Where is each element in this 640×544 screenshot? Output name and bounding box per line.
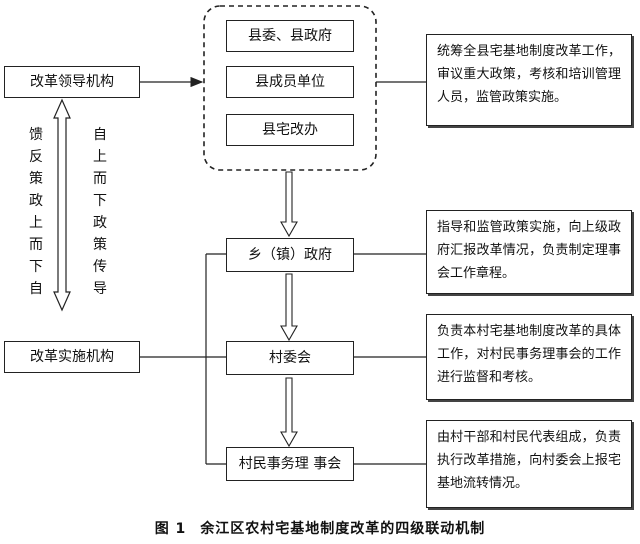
reform-executor-box: 改革实施机构: [4, 341, 140, 373]
figure-caption: 图 1 余江区农村宅基地制度改革的四级联动机制: [0, 518, 640, 538]
county-committee-box: 县委、县政府: [226, 20, 354, 52]
village-description: 负责本村宅基地制度改革的具体工作，对村民事务理事会的工作进行监督和考核。: [426, 314, 632, 400]
two-way-hollow-arrow: [53, 98, 71, 312]
figure-number: 图 1: [154, 521, 187, 537]
town-government-box: 乡（镇）政府: [226, 238, 354, 272]
reform-leader-box: 改革领导机构: [4, 66, 140, 98]
hollow-arrow-town-to-village: [280, 273, 298, 342]
county-description: 统筹全县宅基地制度改革工作，审议重大政策，考核和培训管理人员，监管政策实施。: [426, 34, 632, 126]
topdown-vertical-label: 自上而下政策传导: [93, 127, 107, 297]
county-group-border: [203, 5, 377, 171]
council-description: 由村干部和村民代表组成，负责执行改革措施，向村委会上报宅基地流转情况。: [426, 420, 632, 508]
town-description: 指导和监管政策实施，向上级政府汇报改革情况，负责制定理事会工作章程。: [426, 210, 632, 294]
village-committee-box: 村委会: [226, 341, 354, 375]
county-reform-office-box: 县宅改办: [226, 114, 354, 146]
feedback-vertical-label: 馈反策政上而下自: [29, 127, 43, 297]
village-affairs-council-box: 村民事务理 事会: [226, 447, 354, 481]
hollow-arrow-village-to-council: [280, 377, 298, 448]
county-member-units-box: 县成员单位: [226, 66, 354, 98]
hollow-arrow-county-to-town: [280, 171, 298, 238]
figure-title: 余江区农村宅基地制度改革的四级联动机制: [200, 521, 486, 537]
